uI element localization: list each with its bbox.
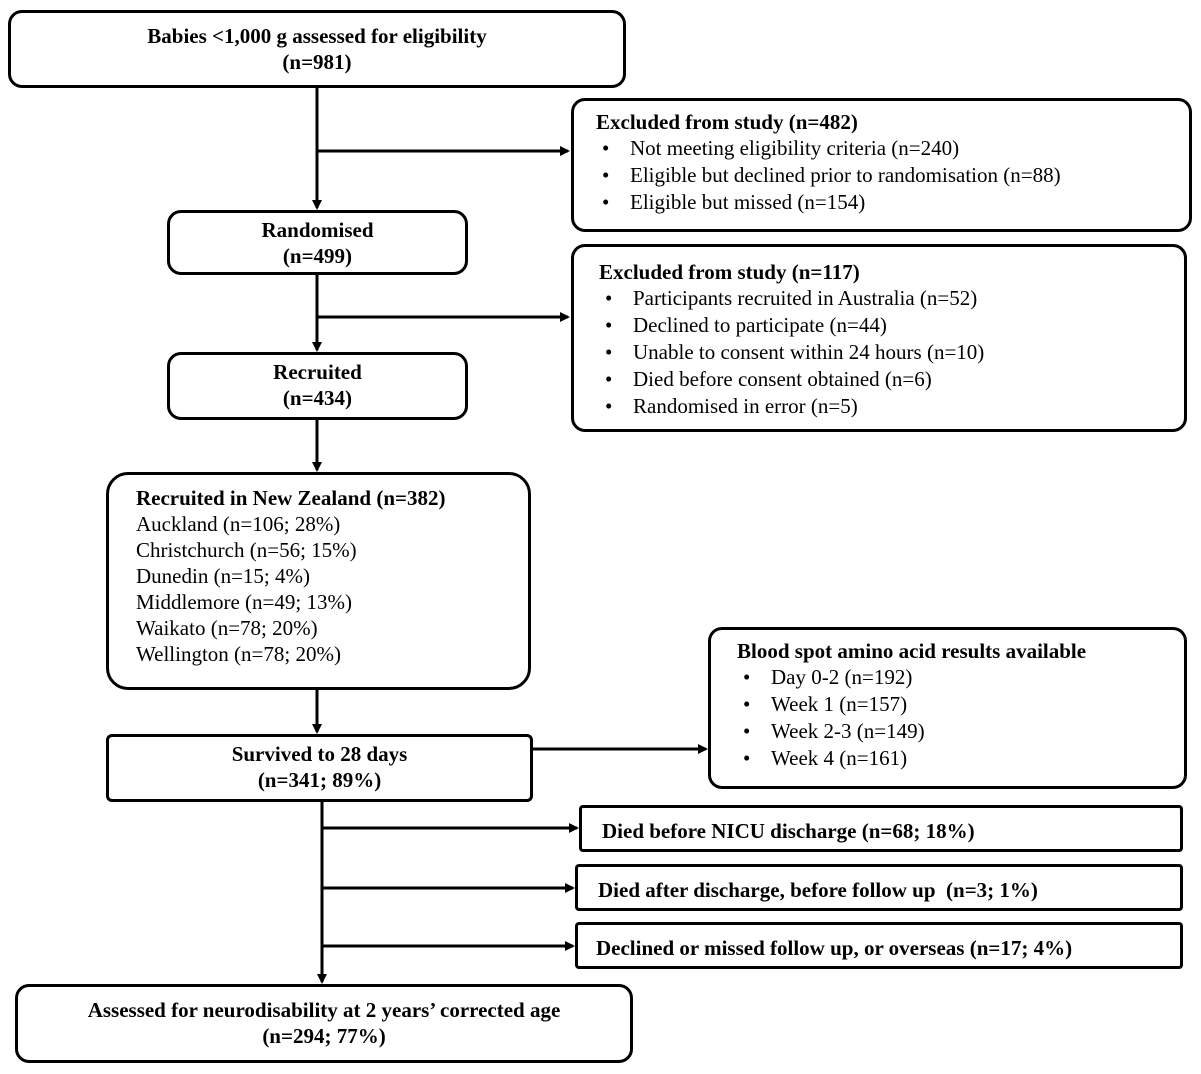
assessed-count: (n=981) xyxy=(282,50,352,74)
randomised-title: Randomised xyxy=(261,218,374,242)
excluded-1-list: •Not meeting eligibility criteria (n=240… xyxy=(596,135,1189,216)
excluded-box-2: Excluded from study (n=117) •Participant… xyxy=(571,244,1187,432)
randomised-count: (n=499) xyxy=(282,244,353,268)
nz-box: Recruited in New Zealand (n=382) Aucklan… xyxy=(106,472,531,690)
bloodspot-title: Blood spot amino acid results available xyxy=(737,639,1087,663)
recruited-count: (n=434) xyxy=(282,386,353,410)
recruited-title: Recruited xyxy=(273,360,362,384)
assessed-box: Babies <1,000 g assessed for eligibility… xyxy=(8,10,626,88)
bloodspot-box: Blood spot amino acid results available … xyxy=(708,627,1187,789)
nz-site: Waikato (n=78; 20%) xyxy=(136,616,318,640)
list-item: •Participants recruited in Australia (n=… xyxy=(605,286,978,310)
bloodspot-list: •Day 0-2 (n=192) •Week 1 (n=157) •Week 2… xyxy=(737,664,1184,772)
died-nicu-text: Died before NICU discharge (n=68; 18%) xyxy=(602,819,975,843)
excluded-1-title: Excluded from study (n=482) xyxy=(596,110,858,134)
excluded-2-title: Excluded from study (n=117) xyxy=(599,260,860,284)
excluded-box-1: Excluded from study (n=482) •Not meeting… xyxy=(571,98,1192,232)
list-item: •Week 2-3 (n=149) xyxy=(743,719,925,743)
recruited-box: Recruited (n=434) xyxy=(167,352,468,420)
final-box: Assessed for neurodisability at 2 years’… xyxy=(15,984,633,1063)
died-after-box: Died after discharge, before follow up (… xyxy=(575,864,1183,911)
list-item: •Declined to participate (n=44) xyxy=(605,313,887,337)
declined-box: Declined or missed follow up, or oversea… xyxy=(575,922,1183,969)
nz-site: Auckland (n=106; 28%) xyxy=(136,512,341,536)
list-item: •Eligible but declined prior to randomis… xyxy=(602,163,1061,187)
nz-site: Middlemore (n=49; 13%) xyxy=(136,590,352,614)
randomised-box: Randomised (n=499) xyxy=(167,210,468,275)
list-item: •Died before consent obtained (n=6) xyxy=(605,367,932,391)
died-after-text: Died after discharge, before follow up (… xyxy=(598,878,1038,902)
list-item: •Unable to consent within 24 hours (n=10… xyxy=(605,340,985,364)
final-title: Assessed for neurodisability at 2 years’… xyxy=(87,998,561,1022)
survived-count: (n=341; 89%) xyxy=(257,768,382,792)
survived-title: Survived to 28 days xyxy=(231,742,408,766)
list-item: •Not meeting eligibility criteria (n=240… xyxy=(602,136,960,160)
final-count: (n=294; 77%) xyxy=(262,1024,386,1048)
list-item: •Eligible but missed (n=154) xyxy=(602,190,866,214)
list-item: •Day 0-2 (n=192) xyxy=(743,665,913,689)
list-item: •Randomised in error (n=5) xyxy=(605,394,858,418)
died-nicu-box: Died before NICU discharge (n=68; 18%) xyxy=(579,805,1183,852)
survived-box: Survived to 28 days (n=341; 89%) xyxy=(106,734,533,802)
list-item: •Week 1 (n=157) xyxy=(743,692,908,716)
excluded-2-list: •Participants recruited in Australia (n=… xyxy=(599,285,1184,420)
nz-site: Christchurch (n=56; 15%) xyxy=(136,538,357,562)
nz-site: Wellington (n=78; 20%) xyxy=(136,642,341,666)
list-item: •Week 4 (n=161) xyxy=(743,746,908,770)
nz-title: Recruited in New Zealand (n=382) xyxy=(136,486,446,510)
nz-site: Dunedin (n=15; 4%) xyxy=(136,564,310,588)
declined-text: Declined or missed follow up, or oversea… xyxy=(596,936,1073,960)
assessed-title: Babies <1,000 g assessed for eligibility xyxy=(147,24,487,48)
